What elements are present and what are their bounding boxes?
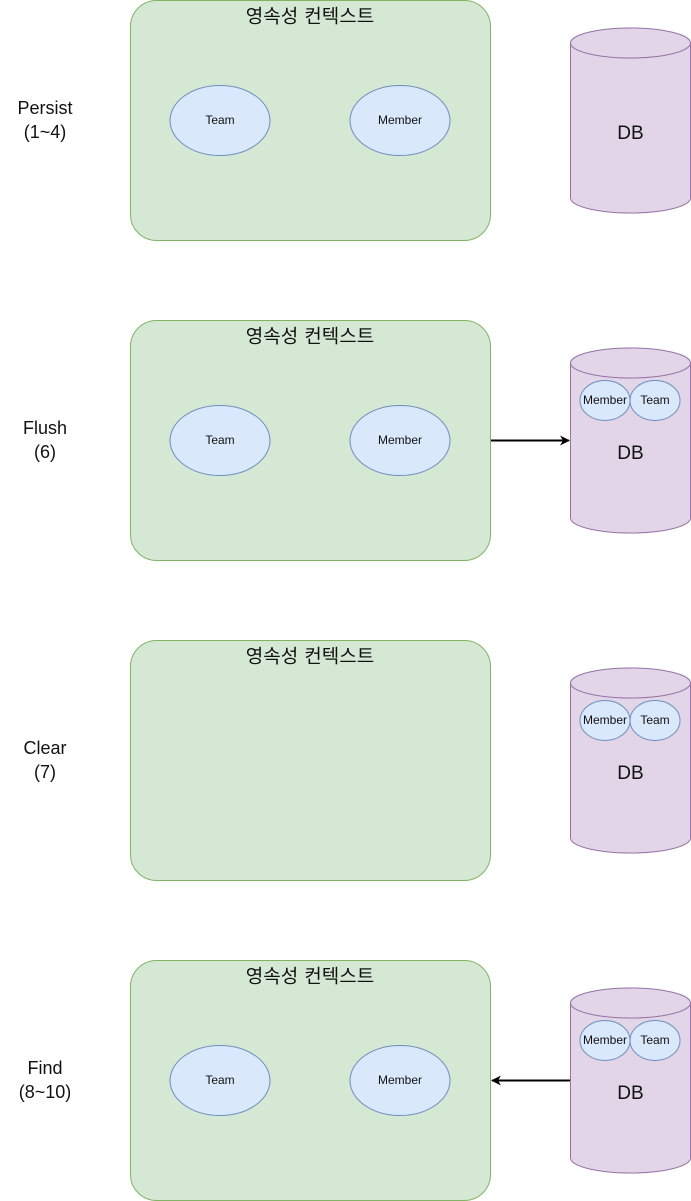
db-cylinder-top <box>570 27 691 59</box>
context-entity-label: Team <box>205 433 234 447</box>
step-name-label: Clear <box>23 738 66 758</box>
context-entity-team <box>169 405 271 476</box>
db-entity-label: Team <box>640 713 669 727</box>
persistence-context-title: 영속성 컨텍스트 <box>246 6 374 28</box>
step-range-label: (1~4) <box>24 122 67 142</box>
context-entity-label: Member <box>378 1073 422 1087</box>
context-entity-member <box>349 405 451 476</box>
step-range-label: (6) <box>34 442 56 462</box>
db-cylinder-top <box>570 987 691 1019</box>
db-entity-team <box>629 380 681 421</box>
context-entity-label: Member <box>378 433 422 447</box>
step-range-label: (7) <box>34 762 56 782</box>
db-cylinder-body <box>570 43 691 214</box>
step-range-label: (8~10) <box>19 1082 72 1102</box>
db-entity-label: Member <box>583 1033 627 1047</box>
db-label: DB <box>617 123 643 144</box>
db-entity-label: Member <box>583 713 627 727</box>
context-entity-label: Member <box>378 113 422 127</box>
db-entity-label: Team <box>640 1033 669 1047</box>
db-cylinder-top <box>570 667 691 699</box>
db-cylinder-top <box>570 347 691 379</box>
db-label: DB <box>617 443 643 464</box>
db-cylinder <box>570 27 691 214</box>
row-clear: Clear (7) 영속성 컨텍스트 DB Member Team <box>23 640 691 881</box>
db-label: DB <box>617 1083 643 1104</box>
persistence-context-box <box>130 640 491 881</box>
db-cylinder <box>570 347 691 534</box>
db-entity-label: Team <box>640 393 669 407</box>
persistence-context-title: 영속성 컨텍스트 <box>246 966 374 988</box>
db-entity-team <box>629 1020 681 1061</box>
context-entity-label: Team <box>205 1073 234 1087</box>
step-name-label: Persist <box>17 98 72 118</box>
persistence-context-title: 영속성 컨텍스트 <box>246 326 374 348</box>
context-entity-member <box>349 1045 451 1116</box>
step-name-label: Flush <box>23 418 67 438</box>
context-entity-label: Team <box>205 113 234 127</box>
context-entity-team <box>169 1045 271 1116</box>
context-entity-member <box>349 85 451 156</box>
db-entity-team <box>629 700 681 741</box>
db-cylinder <box>570 987 691 1174</box>
context-entity-team <box>169 85 271 156</box>
step-name-label: Find <box>27 1058 62 1078</box>
persistence-context-box <box>130 0 491 241</box>
persistence-context-box <box>130 320 491 561</box>
db-entity-label: Member <box>583 393 627 407</box>
db-label: DB <box>617 763 643 784</box>
persistence-context-title: 영속성 컨텍스트 <box>246 646 374 668</box>
db-cylinder <box>570 667 691 854</box>
